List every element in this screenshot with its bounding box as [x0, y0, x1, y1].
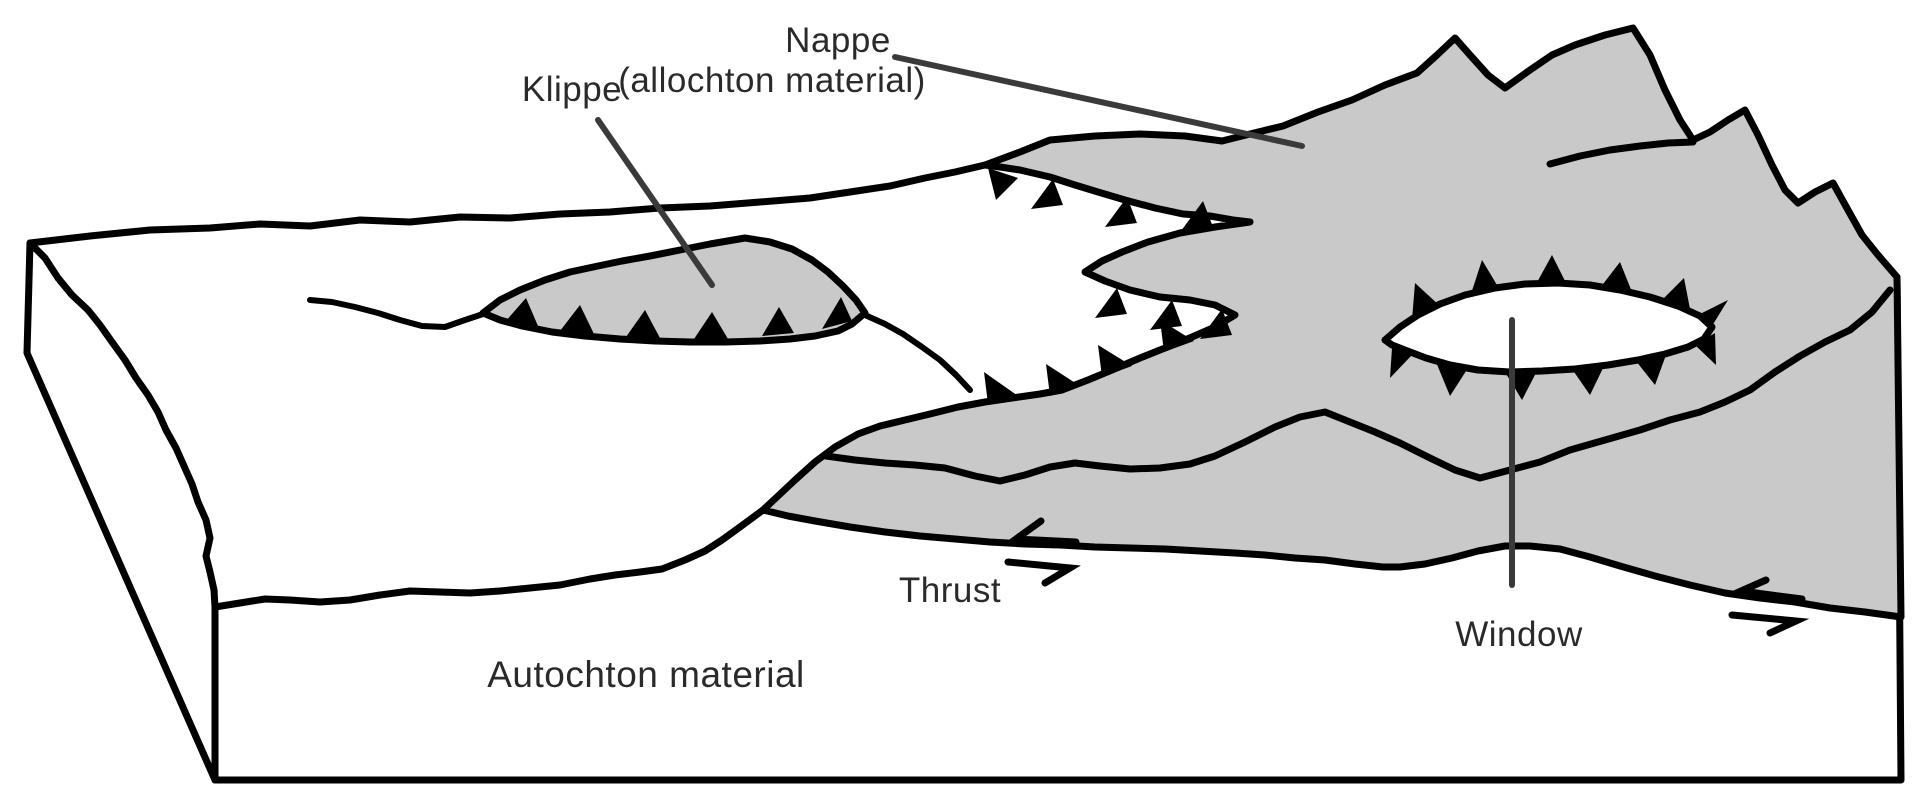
shear-arrows-group — [1004, 517, 1810, 637]
nappe-front-teeth — [984, 168, 1232, 404]
skyline-left — [26, 161, 989, 247]
front-crest-line — [211, 506, 767, 611]
klippe-label: Klippe — [522, 70, 622, 109]
autochton-label: Autochton material — [487, 654, 805, 695]
terrain-contour-line-left — [307, 297, 973, 393]
shear-arrow-lower-left-icon — [1004, 558, 1081, 587]
nappe-ridge-line — [822, 286, 1894, 485]
thrust-label: Thrust — [899, 571, 1001, 610]
leader-lines-group — [595, 54, 1515, 588]
shear-arrow-upper-right-icon — [1728, 576, 1806, 603]
window-teeth — [1390, 255, 1728, 400]
rear-mountain-ridge-line — [1546, 138, 1697, 168]
klippe-body — [479, 234, 869, 346]
shear-arrow-upper-left-icon — [1005, 517, 1080, 546]
klippe-leader-line — [595, 117, 715, 288]
thrust-teeth-group — [504, 168, 1728, 404]
shear-arrow-lower-right-icon — [1728, 611, 1810, 637]
block-left-top-jagged-edge — [26, 239, 219, 611]
klippe-teeth — [504, 297, 852, 339]
nappe-label-line1: Nappe — [785, 21, 891, 60]
labels-group: Klippe Nappe (allochton material) Thrust… — [487, 21, 1583, 695]
nappe-label-line2: (allochton material) — [618, 61, 926, 100]
nappe-interior-lines — [822, 138, 1894, 485]
nappe-leader-line — [892, 54, 1305, 149]
nappe-body — [759, 24, 1905, 621]
window-label: Window — [1455, 615, 1583, 654]
